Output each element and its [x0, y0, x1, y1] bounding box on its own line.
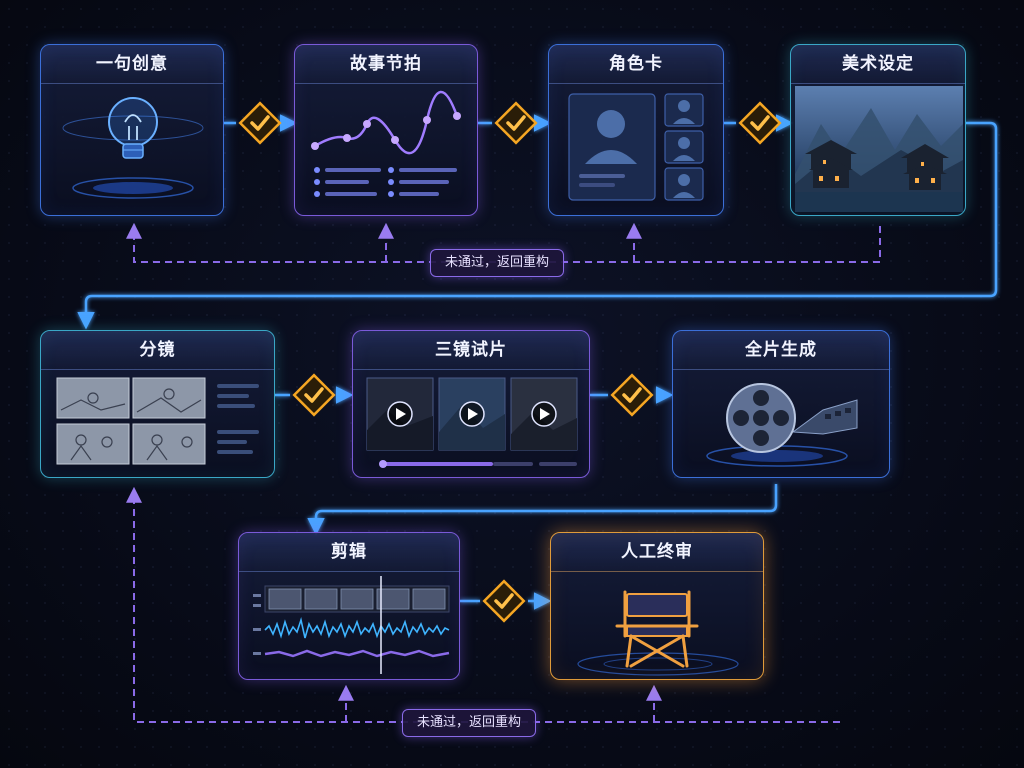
card-title: 剪辑 [239, 533, 459, 572]
card-final-review: 人工终审 [550, 532, 764, 680]
film-reel-icon [706, 383, 858, 467]
character-profile-icon [568, 93, 704, 201]
check-diamond-icon [494, 101, 538, 145]
timeline-editor [253, 576, 450, 674]
check-diamond-icon [482, 579, 526, 623]
forward-arrows [77, 114, 998, 610]
card-full-film: 全片生成 [672, 330, 890, 478]
card-title: 美术设定 [791, 45, 965, 84]
card-editing: 剪辑 [238, 532, 460, 680]
story-curve-icon [311, 90, 461, 197]
storyboard-frames [56, 377, 259, 465]
card-idea: 一句创意 [40, 44, 224, 216]
check-diamond-icon [738, 101, 782, 145]
landscape-image [795, 86, 963, 212]
card-title: 三镜试片 [353, 331, 589, 370]
card-character: 角色卡 [548, 44, 724, 216]
card-three-shot-test: 三镜试片 [352, 330, 590, 478]
feedback-label-top: 未通过，返回重构 [430, 249, 565, 277]
card-title: 人工终审 [551, 533, 763, 572]
card-story-beats: 故事节拍 [294, 44, 478, 216]
card-title: 角色卡 [549, 45, 723, 84]
lightbulb-icon [62, 97, 204, 199]
card-storyboard: 分镜 [40, 330, 275, 478]
director-chair-icon [577, 590, 739, 676]
card-title: 全片生成 [673, 331, 889, 370]
card-title: 一句创意 [41, 45, 223, 84]
card-title: 故事节拍 [295, 45, 477, 84]
card-title: 分镜 [41, 331, 274, 370]
feedback-label-bottom: 未通过，返回重构 [402, 709, 537, 737]
check-diamond-icon [610, 373, 654, 417]
check-diamond-icon [292, 373, 336, 417]
card-art-setting: 美术设定 [790, 44, 966, 216]
check-diamond-icon [238, 101, 282, 145]
video-previews [366, 377, 578, 468]
